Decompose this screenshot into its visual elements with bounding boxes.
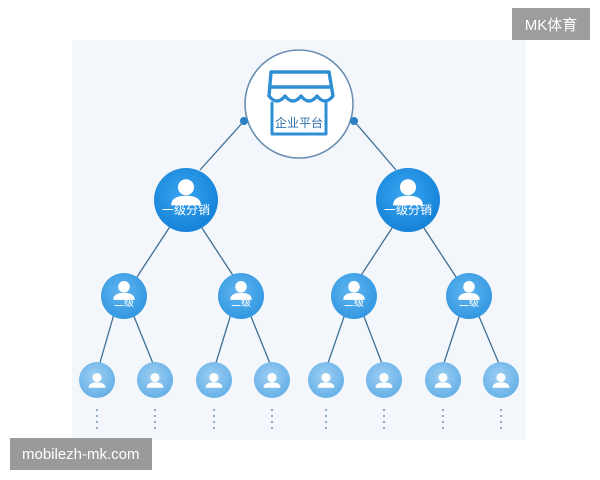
level-3-node-5 [308,362,344,398]
level-1-node-2: 一级分销 [376,168,440,232]
person-icon [434,373,452,388]
level-2-node-4: 二级 [446,273,492,319]
level-1-node-2-label: 一级分销 [384,203,432,217]
level-3-node-4 [254,362,290,398]
connector-l2a-l3b [132,313,155,367]
level-2-node-1-label: 二级 [114,297,134,309]
connector-l2d-l3g [442,313,461,367]
ellipsis-dots-3 [212,408,216,430]
ellipsis-dots-2 [153,408,157,430]
root-label: 企业平台 [275,115,323,130]
person-icon [393,179,423,206]
connector-lines [98,120,501,367]
person-icon [375,373,393,388]
watermark-top-right: MK体育 [512,8,590,40]
person-icon [171,179,201,206]
connector-l1b-l2c [357,224,395,281]
level-3-node-2 [137,362,173,398]
level-2-node-3-label: 二级 [344,297,364,309]
ellipsis-dots-8 [499,408,503,430]
connector-l1a-l2b [199,224,237,281]
level-1-nodes: 一级分销 一级分销 [154,168,440,232]
level-2-node-4-label: 二级 [459,297,479,309]
level-3-node-3 [196,362,232,398]
connector-l2c-l3e [326,313,346,367]
connector-l2b-l3d [249,313,272,367]
root-connector-dot-left [240,117,248,125]
person-icon [343,281,365,300]
ellipsis-dots-4 [270,408,274,430]
person-icon [205,373,223,388]
person-icon [263,373,281,388]
person-icon [492,373,510,388]
level-2-node-2: 二级 [218,273,264,319]
person-icon [230,281,252,300]
watermark-bottom-left: mobilezh-mk.com [10,438,152,470]
connector-root-left [199,120,245,171]
ellipsis-dots-6 [382,408,386,430]
ellipsis-dots-1 [95,408,99,430]
level-3-nodes [79,362,519,398]
level-2-nodes: 二级 二级 二级 二级 [101,273,492,319]
storefront-icon [267,70,335,136]
level-2-node-1: 二级 [101,273,147,319]
person-icon [146,373,164,388]
level-2-node-3: 二级 [331,273,377,319]
ellipsis-dots-5 [324,408,328,430]
person-icon [88,373,106,388]
level-2-node-2-label: 二级 [231,297,251,309]
ellipsis-dots-7 [441,408,445,430]
connector-l2d-l3h [477,313,501,367]
person-icon [317,373,335,388]
connector-l2c-l3f [362,313,384,367]
level-3-node-6 [366,362,402,398]
root-connector-dot-right [350,117,358,125]
connector-l2a-l3a [98,313,115,367]
person-icon [458,281,480,300]
level-3-node-7 [425,362,461,398]
level-3-node-1 [79,362,115,398]
connector-l2b-l3c [214,313,232,367]
connector-l1a-l2a [134,224,172,281]
connector-root-right [353,120,397,171]
connector-l1b-l2d [421,224,459,281]
level-1-node-1-label: 一级分销 [162,203,210,217]
root-circle [244,49,354,159]
level-1-node-1: 一级分销 [154,168,218,232]
person-icon [113,281,135,300]
root-node: 企业平台 [240,49,358,159]
continuation-dots [95,408,503,430]
level-3-node-8 [483,362,519,398]
